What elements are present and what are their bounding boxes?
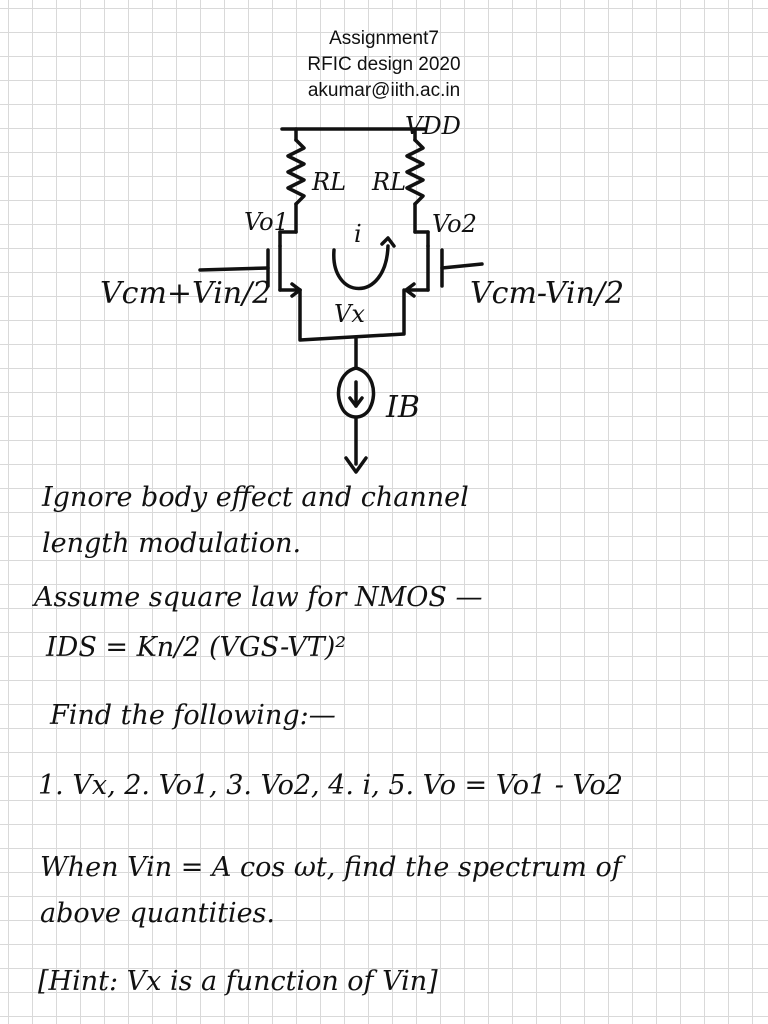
left-nmos-transistor [198,244,302,298]
item-i: , 4. i [311,770,372,801]
course-title: RFIC design 2020 [307,54,461,75]
note-line-1: Ignore body effect and channel [42,482,469,513]
author-email: akumar@iith.ac.in [307,80,461,101]
hint-line: [Hint: Vx is a function of Vin] [38,966,438,997]
square-law-equation: IDS = Kn/2 (VGS-VT)² [46,632,347,663]
current-source [336,366,376,419]
right-load-resistor [405,138,425,206]
assignment-title: Assignment7 [329,28,439,49]
current-i-label: i [354,220,362,248]
right-nmos-transistor [404,244,484,298]
vdd-label: VDD [405,112,461,140]
vo1-label: Vo1 [244,208,289,236]
note-header: Assignment7 RFIC design 2020 akumar@iith… [0,26,768,104]
item-vo2: , 3. Vo2 [209,770,312,801]
current-loop-arrow [332,236,396,291]
note-line-3: Assume square law for NMOS — [34,582,483,613]
ground-symbol [344,456,368,474]
rl-left-label: RL [312,168,347,196]
right-input-label: Vcm-Vin/2 [470,276,625,311]
find-items: 1. Vx, 2. Vo1, 3. Vo2, 4. i, 5. Vo = Vo1… [38,770,623,801]
differential-pair-circuit [198,127,484,474]
vo2-label: Vo2 [432,210,477,238]
tail-wire [298,288,406,342]
rl-right-label: RL [372,168,407,196]
note-line-2: length modulation. [42,528,302,559]
item-vo1: , 2. Vo1 [107,770,210,801]
item-vo: , 5. Vo = Vo1 - Vo2 [371,770,623,801]
when-line-2: above quantities. [40,898,275,929]
find-heading: Find the following:— [50,700,336,731]
vx-label: Vx [334,300,365,328]
left-input-label: Vcm+Vin/2 [100,276,272,311]
item-vx: 1. Vx [38,770,108,801]
left-load-resistor [286,138,306,206]
when-line-1: When Vin = A cos ωt, find the spectrum o… [40,852,622,883]
ib-label: IB [386,390,420,425]
